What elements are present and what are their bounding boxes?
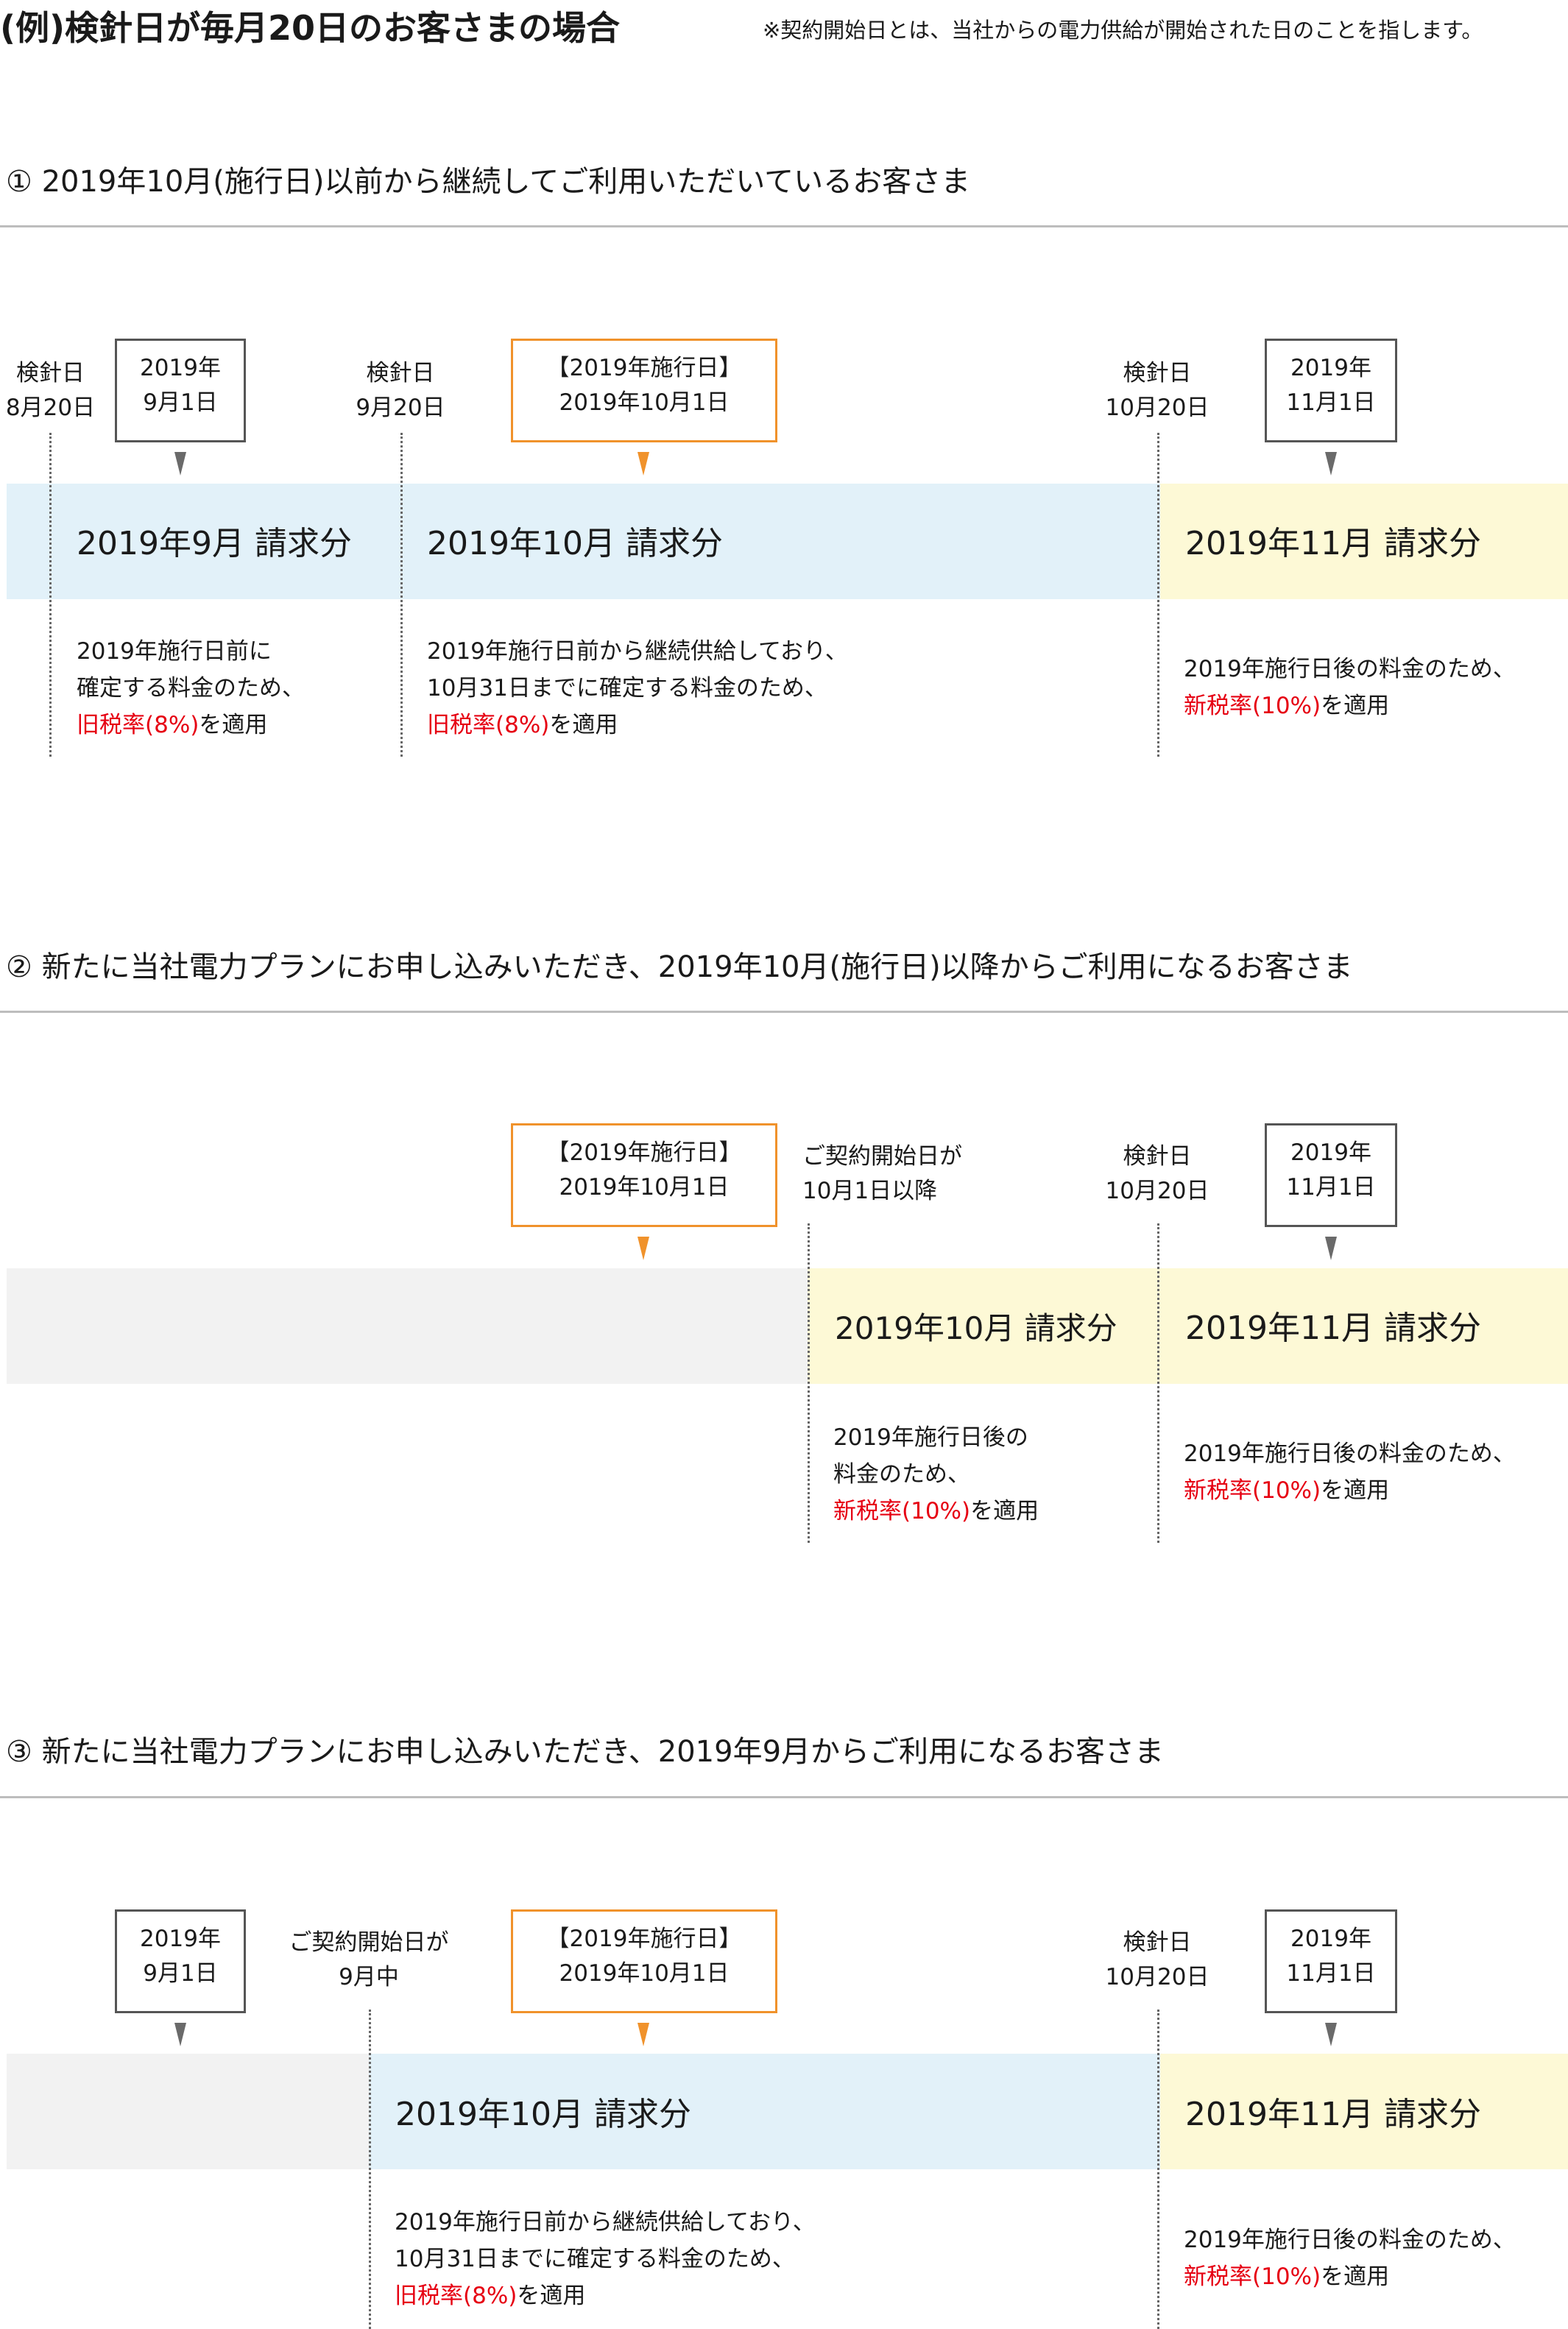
- s1-desc-nov: 2019年施行日後の料金のため、 新税率(10%)を適用: [1184, 656, 1516, 719]
- s2-bill-nov: 2019年11月 請求分: [1185, 1310, 1481, 1347]
- page-title: (例)検針日が毎月20日のお客さまの場合: [0, 8, 621, 48]
- s3-desc-oct: 2019年施行日前から継続供給しており、 10月31日までに確定する料金のため、…: [395, 2209, 816, 2309]
- s2-desc-nov: 2019年施行日後の料金のため、 新税率(10%)を適用: [1184, 1441, 1516, 1504]
- s1-desc-oct: 2019年施行日前から継続供給しており、 10月31日までに確定する料金のため、…: [427, 638, 848, 738]
- s1-aug20-marker: [49, 433, 52, 757]
- s3-no-service-band: [7, 2054, 369, 2169]
- s2-new-rate-band: [808, 1268, 1568, 1384]
- s2-bill-oct: 2019年10月 請求分: [835, 1310, 1117, 1346]
- s3-oct-old-rate: 旧税率(8%): [395, 2283, 518, 2309]
- s2-sekou-callout: 【2019年施行日】2019年10月1日: [511, 1123, 777, 1227]
- s1-bill-sep: 2019年9月 請求分: [77, 525, 352, 562]
- s1-desc-sep: 2019年施行日前に 確定する料金のため、 旧税率(8%)を適用: [77, 638, 305, 738]
- s1-bill-oct: 2019年10月 請求分: [427, 525, 723, 562]
- s1-old-rate-band: [7, 484, 1160, 599]
- s1-sekou-pointer: [638, 452, 649, 476]
- s1-new-rate-band: [1160, 484, 1568, 599]
- section1-heading: ① 2019年10月(施行日)以前から継続してご利用いただいているお客さま: [6, 165, 971, 199]
- s3-nov1-pointer: [1325, 2023, 1337, 2046]
- section3-divider: [0, 1796, 1568, 1798]
- s1-sep20-marker: [400, 433, 403, 757]
- s2-nov-new-rate: 新税率(10%): [1184, 1477, 1321, 1504]
- s3-sep1-pointer: [174, 2023, 186, 2046]
- s1-oct20-marker: [1157, 433, 1159, 757]
- s2-no-service-band: [7, 1268, 808, 1384]
- s2-start-marker: [808, 1223, 810, 1543]
- section2-divider: [0, 1011, 1568, 1013]
- s2-nov1-pointer: [1325, 1237, 1337, 1260]
- contract-start-note: ※契約開始日とは、当社からの電力供給が開始された日のことを指します。: [763, 18, 1483, 43]
- s1-sekou-callout: 【2019年施行日】2019年10月1日: [511, 339, 777, 442]
- s2-oct-new-rate: 新税率(10%): [833, 1498, 971, 1524]
- s2-sekou-pointer: [638, 1237, 649, 1260]
- s2-desc-oct: 2019年施行日後の 料金のため、 新税率(10%)を適用: [833, 1424, 1039, 1524]
- s3-bill-oct: 2019年10月 請求分: [395, 2096, 691, 2133]
- s3-desc-nov: 2019年施行日後の料金のため、 新税率(10%)を適用: [1184, 2227, 1516, 2290]
- s3-new-rate-band: [1160, 2054, 1568, 2169]
- s3-old-rate-band: [369, 2054, 1160, 2169]
- s3-oct20-marker: [1157, 2010, 1159, 2329]
- s3-start-marker: [369, 2010, 371, 2329]
- s1-sep1-pointer: [174, 452, 186, 476]
- s1-bill-nov: 2019年11月 請求分: [1185, 525, 1481, 562]
- s3-nov-new-rate: 新税率(10%): [1184, 2263, 1321, 2290]
- s1-nov1-pointer: [1325, 452, 1337, 476]
- s1-sep-old-rate: 旧税率(8%): [77, 712, 199, 738]
- s1-oct-old-rate: 旧税率(8%): [427, 712, 550, 738]
- s3-sekou-pointer: [638, 2023, 649, 2046]
- s3-sekou-callout: 【2019年施行日】2019年10月1日: [511, 1909, 777, 2013]
- section1-divider: [0, 225, 1568, 227]
- section2-heading: ② 新たに当社電力プランにお申し込みいただき、2019年10月(施行日)以降から…: [6, 950, 1353, 984]
- section3-heading: ③ 新たに当社電力プランにお申し込みいただき、2019年9月からご利用になるお客…: [6, 1735, 1165, 1769]
- s3-bill-nov: 2019年11月 請求分: [1185, 2096, 1481, 2133]
- s1-nov-new-rate: 新税率(10%): [1184, 693, 1321, 719]
- s2-oct20-marker: [1157, 1223, 1159, 1543]
